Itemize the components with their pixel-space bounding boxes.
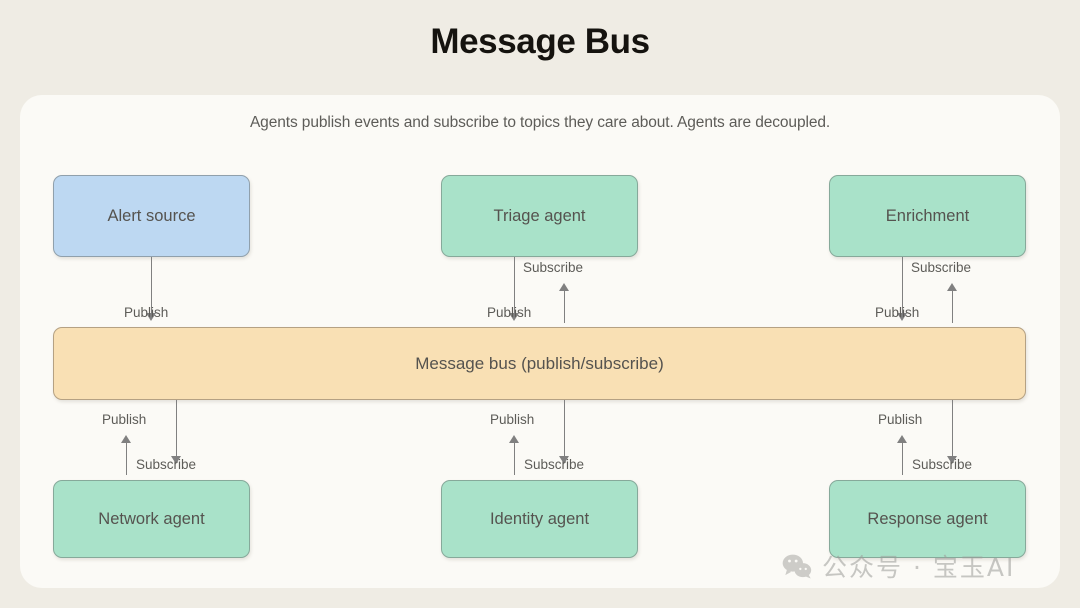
card-subtitle: Agents publish events and subscribe to t… [249, 114, 831, 131]
wechat-icon [782, 554, 812, 579]
edge-label-subscribe: Subscribe [524, 457, 585, 472]
node-identity-agent[interactable]: Identity agent [441, 480, 638, 558]
edge-label-publish: Publish [490, 412, 535, 427]
node-label: Identity agent [489, 509, 590, 528]
node-response-agent[interactable]: Response agent [829, 480, 1026, 558]
node-triage-agent[interactable]: Triage agent [441, 175, 638, 257]
edge-label-subscribe: Subscribe [136, 457, 197, 472]
node-label: Triage agent [493, 206, 586, 225]
message-bus-label: Message bus (publish/subscribe) [415, 353, 664, 373]
watermark: 公众号 · 宝玉AI [782, 548, 1015, 584]
node-label: Enrichment [885, 206, 970, 225]
node-network-agent[interactable]: Network agent [53, 480, 250, 558]
diagram-card: Agents publish events and subscribe to t… [20, 95, 1060, 588]
node-alert-source[interactable]: Alert source [53, 175, 250, 257]
edge-label-subscribe: Subscribe [523, 260, 584, 275]
edge-label-subscribe: Subscribe [912, 457, 973, 472]
edge-label-publish: Publish [878, 412, 923, 427]
edge-label-publish: Publish [875, 305, 920, 320]
edge-label-publish: Publish [102, 412, 147, 427]
message-bus-diagram: Alert source Triage agent Enrichment Pub… [20, 95, 1060, 588]
node-label: Alert source [107, 206, 196, 225]
edge-label-publish: Publish [487, 305, 532, 320]
node-enrichment[interactable]: Enrichment [829, 175, 1026, 257]
watermark-text: 公众号 · 宝玉AI [822, 553, 1016, 582]
edge-label-publish: Publish [124, 305, 169, 320]
message-bus[interactable]: Message bus (publish/subscribe) [53, 327, 1026, 400]
node-label: Network agent [98, 509, 205, 528]
edge-label-subscribe: Subscribe [911, 260, 972, 275]
page-title: Message Bus [430, 22, 650, 61]
node-label: Response agent [867, 509, 988, 528]
